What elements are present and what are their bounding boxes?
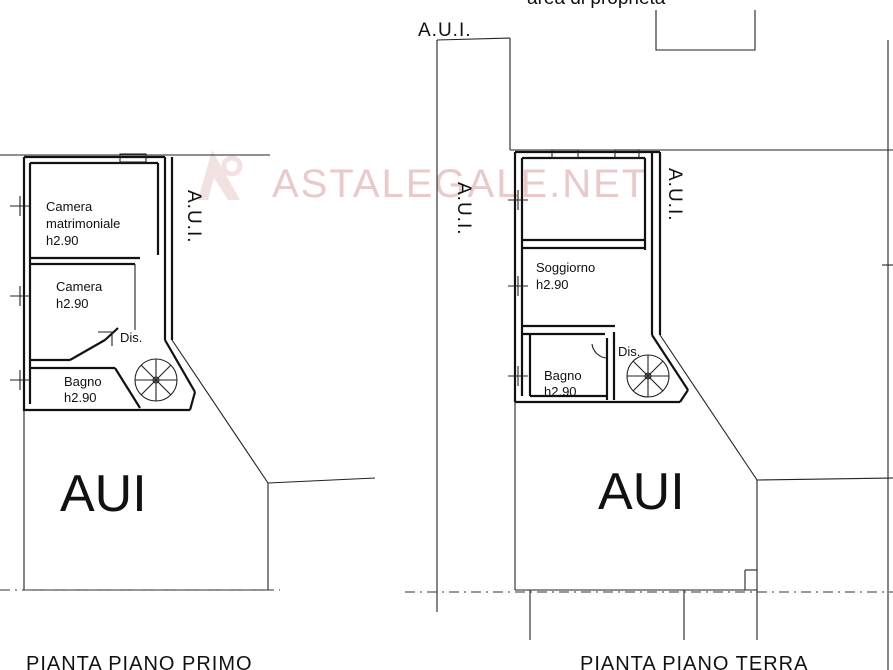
watermark-logo-icon [198,150,243,200]
window-icon [508,276,528,296]
room-height-bagno: h2.90 [64,390,97,405]
strip-label-aui: A.U.I. [453,182,474,236]
window-icon [119,153,147,163]
side-label-aui: A.U.I. [664,168,685,222]
window-icon [551,149,579,159]
window-icon [508,190,528,210]
top-right-note: area di proprietà [527,0,666,9]
window-icon [614,149,640,159]
room-label-dis: Dis. [618,344,640,359]
spiral-staircase-icon [626,354,670,398]
window-icon [508,366,528,386]
top-label-aui: A.U.I. [418,20,472,41]
aui-strip: A.U.I. A.U.I. [418,20,511,612]
plan-title-piano-primo: PIANTA PIANO PRIMO [26,653,253,670]
room-label-dis: Dis. [120,330,142,345]
room-height-camera-matrimoniale: h2.90 [46,233,79,248]
area-label-aui: AUI [598,463,685,521]
window-icon [10,196,30,216]
right-floor-plan: Soggiorno h2.90 Dis. Bagno h2.90 A.U.I. … [405,149,893,670]
room-label-camera: Camera [56,279,103,294]
left-floor-plan: Camera matrimoniale h2.90 Camera h2.90 D… [0,153,376,670]
property-area: area di proprietà [527,0,756,51]
room-height-bagno: h2.90 [544,384,577,399]
room-height-camera: h2.90 [56,296,89,311]
room-label-camera-matrimoniale-line1: Camera [46,199,93,214]
watermark: ASTALEGALE.NET [198,150,648,206]
room-label-camera-matrimoniale-line2: matrimoniale [46,216,120,231]
window-icon [10,286,30,306]
room-label-soggiorno: Soggiorno [536,260,595,275]
window-icon [10,370,30,390]
room-label-bagno: Bagno [544,368,582,383]
watermark-text: ASTALEGALE.NET [272,162,648,206]
side-label-aui: A.U.I. [183,190,204,244]
room-label-bagno: Bagno [64,374,102,389]
room-height-soggiorno: h2.90 [536,277,569,292]
spiral-staircase-icon [134,358,178,402]
plan-title-piano-terra: PIANTA PIANO TERRA [580,653,808,670]
area-label-aui: AUI [60,465,147,523]
